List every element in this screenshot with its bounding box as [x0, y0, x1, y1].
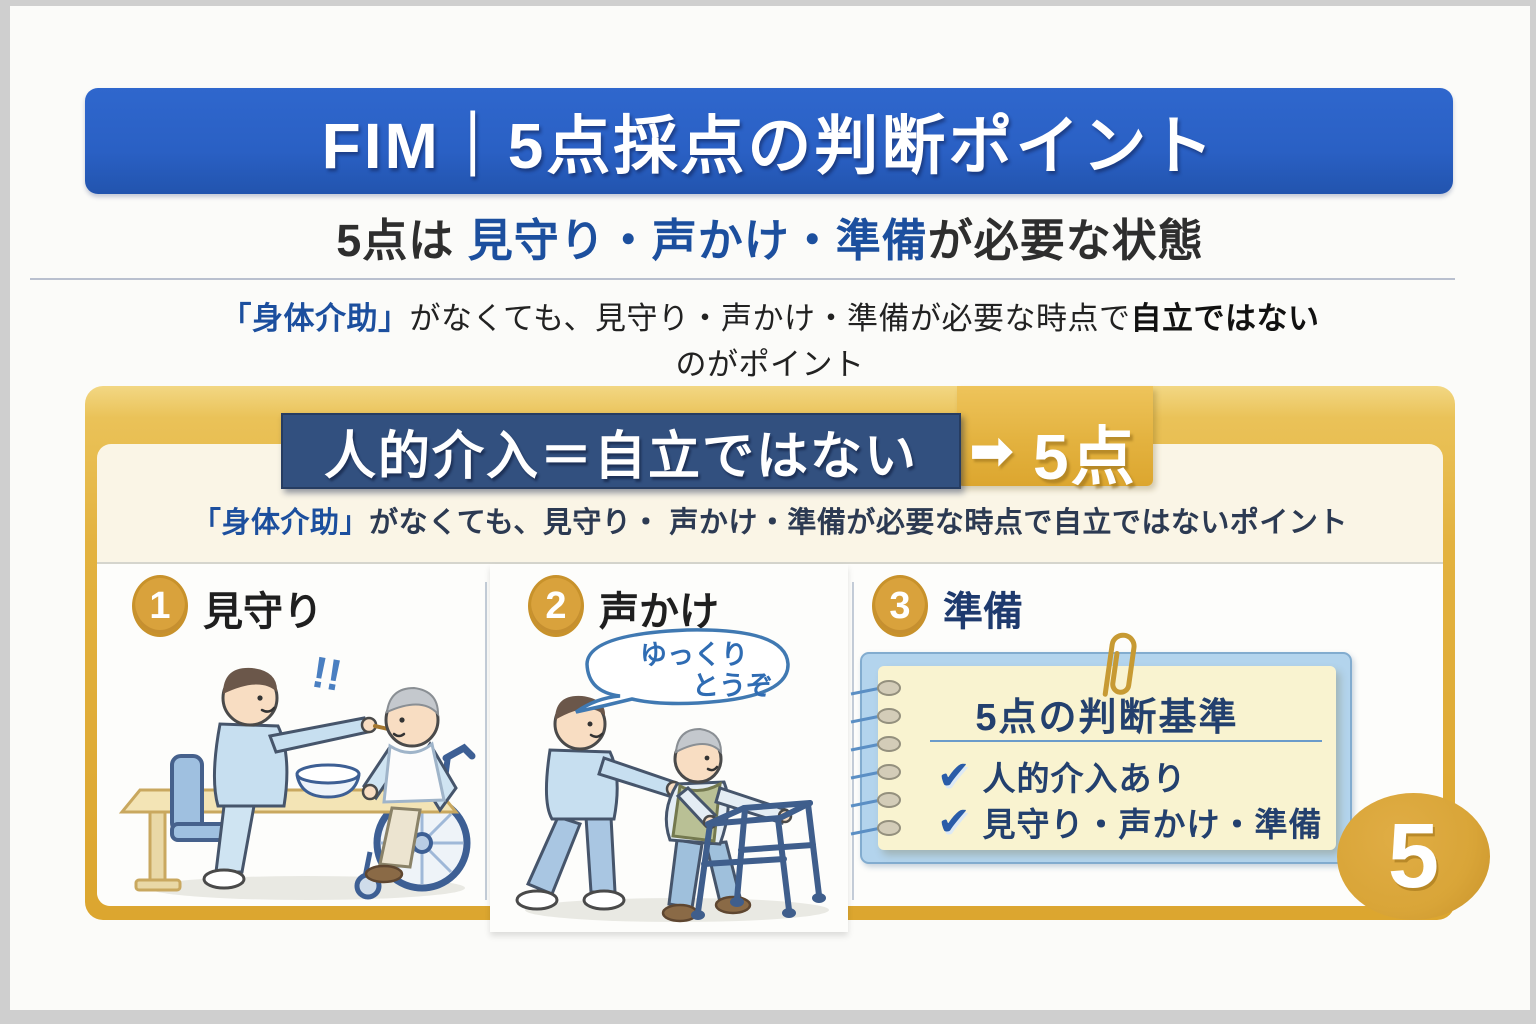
lead-middle: がなくても、見守り・声かけ・準備が必要な時点で [409, 301, 1131, 336]
gold-score-tab [957, 386, 1153, 486]
note-paper [878, 666, 1336, 850]
title-banner: FIM｜5点採点の判断ポイント [85, 88, 1453, 194]
speech-bubble: ゆっくり とうぞ [574, 628, 790, 714]
column1-label: 見守り [203, 590, 323, 634]
lead-line2: のがポイント [675, 347, 865, 382]
score-badge: 5 [1337, 793, 1490, 920]
watching-illustration: !! [118, 648, 476, 900]
subtitle-highlight: 見守り・声かけ・準備 [467, 215, 928, 266]
checkmark-icon: ✔ [937, 800, 971, 844]
arrow-right-icon: ➡ [969, 421, 1015, 481]
lead-paragraph: 「身体介助」がなくても、見守り・声かけ・準備が必要な時点で自立ではない のがポイ… [10, 296, 1530, 388]
infographic-page: FIM｜5点採点の判断ポイント 5点は 見守り・声かけ・準備が必要な状態 「身体… [10, 6, 1530, 1010]
caregiver-figure [515, 695, 683, 911]
column-divider-1 [485, 582, 487, 900]
column2-label: 声かけ [599, 590, 719, 634]
horizontal-divider [30, 278, 1455, 280]
lead-emphasis: 自立ではない [1130, 301, 1320, 336]
lead-bracket: 「身体介助」 [220, 301, 410, 336]
score-label: 5点 [1033, 421, 1137, 493]
column2-number-badge: 2 [528, 575, 584, 637]
lead-line1: 「身体介助」がなくても、見守り・声かけ・準備が必要な時点で自立ではない [10, 296, 1530, 342]
caregiver-figure [170, 667, 416, 890]
checkmark-icon: ✔ [937, 754, 971, 798]
subtitle-pre: 5点は [336, 215, 468, 266]
verbal-cue-illustration: ゆっくり とうぞ [515, 628, 829, 923]
elderly-figure [361, 686, 458, 884]
note-checklist-item: ✔ 人的介入あり [937, 752, 1187, 800]
spiral-binding [850, 680, 901, 836]
note-title-underline [930, 740, 1322, 742]
walker [695, 800, 822, 915]
bubble-text-line1: ゆっくり [640, 640, 748, 670]
main-card: 人的介入＝自立ではない ➡ 5点 「身体介助」がなくても、見守り・ 声かけ・準備… [85, 386, 1490, 932]
note-item-text: 見守り・声かけ・準備 [982, 806, 1323, 843]
subtitle: 5点は 見守り・声かけ・準備が必要な状態 [10, 204, 1530, 269]
bubble-text-line2: とうぞ [692, 671, 773, 701]
walker-tips [691, 893, 826, 920]
note-title: 5点の判断基準 [975, 697, 1239, 739]
note-item-text: 人的介入あり [982, 760, 1187, 797]
exclamation-icon: !! [308, 648, 345, 701]
column1-number-badge: 1 [132, 575, 188, 637]
column3-label: 準備 [943, 590, 1023, 634]
column-divider-2 [852, 582, 854, 900]
column3-number-badge: 3 [872, 575, 928, 637]
card-lead-bracket: 「身体介助」 [192, 507, 370, 539]
paperclip-icon [1102, 632, 1137, 697]
card-lead-rest: がなくても、見守り・ 声かけ・準備が必要な時点で自立ではないポイント [369, 507, 1348, 539]
card-lead: 「身体介助」がなくても、見守り・ 声かけ・準備が必要な時点で自立ではないポイント [85, 499, 1455, 541]
page-title: FIM｜5点採点の判断ポイント [321, 110, 1217, 182]
note-checklist-item: ✔ 見守り・声かけ・準備 [937, 798, 1323, 846]
score-badge-number: 5 [1387, 805, 1440, 907]
card-banner-label: 人的介入＝自立ではない [323, 427, 918, 486]
subtitle-post: が必要な状態 [927, 215, 1204, 266]
card-banner: 人的介入＝自立ではない [281, 413, 961, 489]
